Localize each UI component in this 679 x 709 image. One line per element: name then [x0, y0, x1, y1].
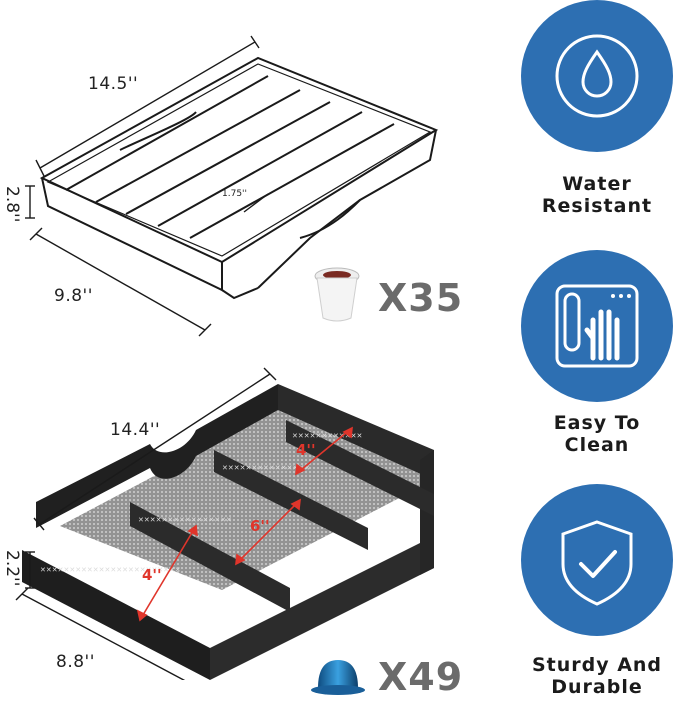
feature-sturdy-durable: Sturdy And Durable	[497, 654, 679, 698]
rack-width-label: 14.5''	[88, 74, 139, 94]
drawer-slot-b-label: 6''	[250, 517, 270, 535]
feature-line: Resistant	[541, 195, 653, 217]
svg-text:✕✕✕✕✕✕✕✕✕✕✕✕✕✕✕✕✕✕✕✕✕✕✕✕: ✕✕✕✕✕✕✕✕✕✕✕✕✕✕✕✕✕✕✕✕✕✕✕✕	[40, 566, 181, 574]
feature-line: Clean	[564, 434, 630, 456]
drawer-height-label: 2.2''	[2, 550, 22, 587]
feature-line: Durable	[551, 676, 643, 698]
svg-text:✕✕✕✕✕✕✕✕✕✕✕✕✕✕✕✕: ✕✕✕✕✕✕✕✕✕✕✕✕✕✕✕✕	[138, 516, 232, 524]
kcup-icon	[314, 267, 360, 322]
sturdy-durable-badge	[521, 484, 673, 636]
drawer-slot-c-label: 4''	[142, 566, 162, 584]
wipe-hand-icon	[555, 284, 639, 368]
drawer-slot-a-label: 4''	[296, 441, 316, 459]
feature-line: Water	[562, 173, 632, 195]
wire-rack-drawing	[25, 35, 439, 337]
vertuo-pod-icon	[311, 660, 365, 695]
shield-check-icon	[561, 520, 633, 606]
rack-count: X35	[378, 276, 464, 320]
svg-text:✕✕✕✕✕✕✕✕✕✕✕✕: ✕✕✕✕✕✕✕✕✕✕✕✕	[292, 432, 362, 440]
drawer-depth-label: 8.8''	[56, 652, 95, 672]
drawer-width-label: 14.4''	[110, 420, 161, 440]
rack-depth-label: 9.8''	[54, 286, 93, 306]
rack-slot-label: 1.75''	[222, 189, 247, 199]
feature-water-resistant: Water Resistant	[497, 173, 679, 217]
svg-text:✕✕✕✕✕✕✕✕✕✕✕✕✕✕✕: ✕✕✕✕✕✕✕✕✕✕✕✕✕✕✕	[222, 464, 310, 472]
drawer-count: X49	[378, 655, 464, 699]
water-drop-icon	[555, 34, 639, 118]
feature-easy-to-clean: Easy To Clean	[497, 412, 679, 456]
rack-height-label: 2.8''	[2, 186, 22, 223]
water-resistant-badge	[521, 0, 673, 152]
feature-line: Sturdy And	[531, 654, 663, 676]
mesh-drawer-drawing: ✕✕✕✕✕✕✕✕✕✕✕✕✕✕✕✕✕✕✕✕✕✕✕✕ ✕✕✕✕✕✕✕✕✕✕✕✕✕✕✕…	[15, 367, 434, 680]
easy-clean-badge	[521, 250, 673, 402]
feature-line: Easy To	[553, 412, 641, 434]
